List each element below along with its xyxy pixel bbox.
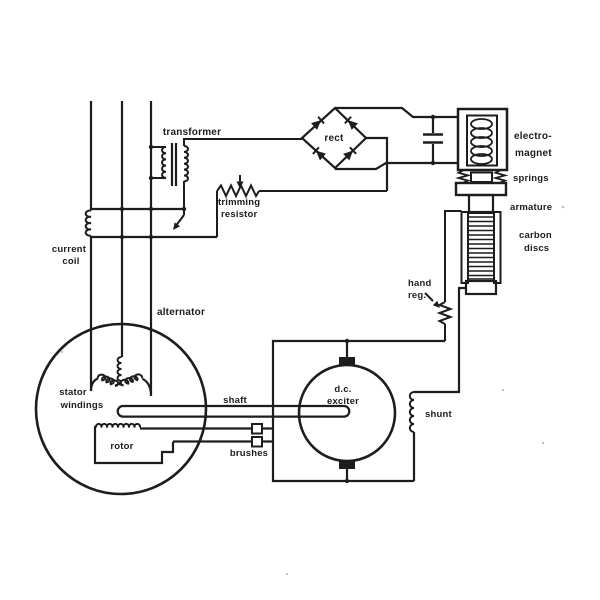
three-phase-lines bbox=[89, 101, 217, 397]
dc-exciter-symbol bbox=[297, 357, 397, 469]
contact-symbol bbox=[173, 214, 185, 230]
current-coil-label-line2: coil bbox=[62, 256, 79, 267]
shaft-symbol bbox=[116, 404, 351, 418]
alternator-label: alternator bbox=[157, 307, 205, 318]
shunt-coil-symbol bbox=[408, 286, 466, 481]
stator-windings-label-line1: stator bbox=[59, 387, 87, 398]
current-coil-symbol bbox=[84, 209, 92, 237]
hand-reg-label-line2: reg. bbox=[408, 290, 426, 301]
springs-label: springs bbox=[513, 173, 549, 184]
stator-windings-symbol bbox=[96, 356, 144, 388]
armature-symbol bbox=[454, 181, 508, 214]
shaft-label: shaft bbox=[223, 395, 247, 406]
rectifier-label: rect bbox=[324, 133, 344, 144]
trimming-resistor-symbol bbox=[216, 175, 387, 237]
transformer-label: transformer bbox=[163, 127, 221, 138]
trimming-resistor-label-line2: resistor bbox=[221, 209, 258, 220]
rotor-label: rotor bbox=[110, 441, 133, 452]
brushes-symbol bbox=[251, 423, 263, 448]
rotor-symbol bbox=[93, 422, 175, 465]
carbon-discs-label-line2: discs bbox=[524, 243, 549, 254]
electromagnet-label-line2: magnet bbox=[515, 148, 552, 159]
hand-reg-label-line1: hand bbox=[408, 278, 432, 289]
transformer-symbol bbox=[151, 138, 302, 215]
trimming-resistor-label-line1: trimming bbox=[218, 197, 260, 208]
dc-exciter-label-line2: exciter bbox=[327, 396, 359, 407]
carbon-discs-label-line1: carbon bbox=[519, 230, 552, 241]
electromagnet-symbol bbox=[456, 107, 509, 172]
brushes-label: brushes bbox=[230, 448, 268, 459]
stator-windings-label-line2: windings bbox=[60, 400, 104, 411]
dc-exciter-label-line1: d.c. bbox=[334, 384, 351, 395]
armature-label: armature bbox=[510, 202, 552, 213]
carbon-discs-symbol bbox=[460, 211, 502, 296]
exciter-top-brush bbox=[339, 357, 355, 366]
capacitor-symbol bbox=[423, 117, 443, 163]
junction-dots bbox=[119, 114, 436, 484]
exciter-bottom-brush bbox=[339, 460, 355, 469]
electromagnet-label-line1: electro- bbox=[514, 131, 552, 142]
alternator-symbol bbox=[34, 322, 208, 496]
diode-icon bbox=[311, 116, 358, 161]
scan-specks bbox=[60, 205, 565, 576]
hand-regulator-symbol bbox=[424, 210, 462, 341]
shunt-label: shunt bbox=[425, 409, 452, 420]
springs-symbol bbox=[455, 169, 509, 184]
rectifier-bridge bbox=[300, 106, 458, 191]
current-coil-label-line1: current bbox=[52, 244, 87, 255]
